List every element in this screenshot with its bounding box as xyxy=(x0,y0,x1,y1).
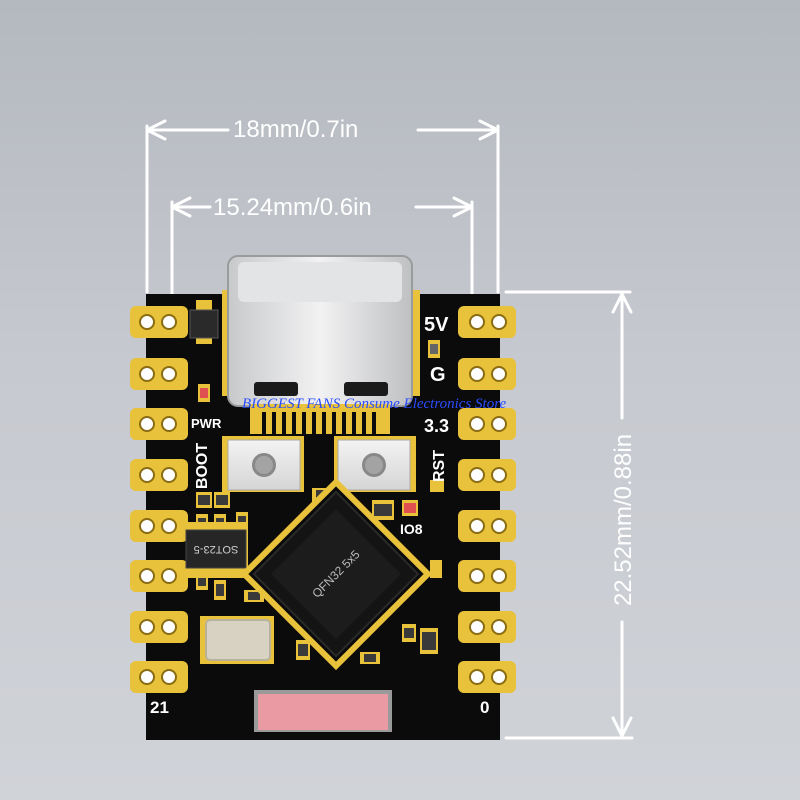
silk-5v: 5V xyxy=(424,314,449,336)
protection-diode xyxy=(189,300,219,344)
silk-io8: IO8 xyxy=(400,521,423,537)
right-pin-pads xyxy=(458,306,516,693)
silk-3v3: 3.3 xyxy=(424,416,450,436)
regulator-marking: SOT23-5 xyxy=(193,543,239,555)
store-watermark: BIGGEST FANS Consume Electronics Store xyxy=(242,396,507,412)
silk-pin-0: 0 xyxy=(480,698,490,717)
pwr-led xyxy=(198,384,210,402)
silk-boot: BOOT xyxy=(194,442,211,490)
silk-pwr: PWR xyxy=(191,416,222,431)
boot-button xyxy=(222,436,304,492)
qfn32-mcu xyxy=(239,477,433,671)
silk-rst: RST xyxy=(431,450,448,482)
silk-pin-21: 21 xyxy=(150,698,169,717)
sot23-regulator xyxy=(185,522,248,578)
antenna xyxy=(254,690,392,732)
pin-pitch-dimension-label: 15.24mm/0.6in xyxy=(213,194,372,221)
left-pin-pads xyxy=(130,306,188,693)
silk-g: G xyxy=(430,364,446,386)
usb-c-connector xyxy=(222,255,420,434)
io8-led xyxy=(402,500,418,516)
width-dimension-label: 18mm/0.7in xyxy=(233,116,359,143)
crystal xyxy=(200,616,274,664)
rst-button xyxy=(334,436,416,492)
